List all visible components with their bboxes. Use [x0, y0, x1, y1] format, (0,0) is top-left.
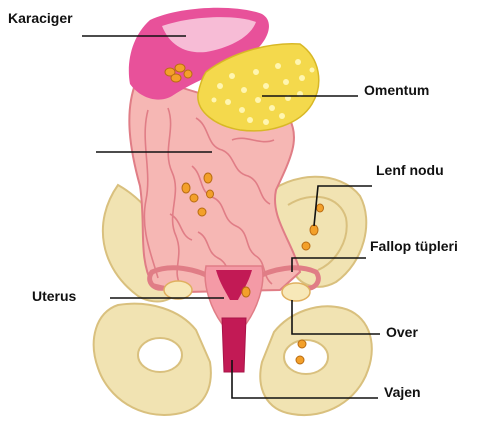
right-ovary: [282, 283, 310, 301]
label-fallopian-tubes: Fallop tüpleri: [370, 238, 458, 254]
label-lymph-node: Lenf nodu: [376, 162, 444, 178]
label-omentum: Omentum: [364, 82, 429, 98]
label-liver: Karaciger: [8, 10, 73, 26]
vagina: [222, 318, 246, 372]
label-vagina: Vajen: [384, 384, 421, 400]
left-obturator-foramen: [138, 338, 182, 372]
left-ovary: [164, 281, 192, 299]
label-uterus: Uterus: [32, 288, 76, 304]
label-ovary: Over: [386, 324, 418, 340]
